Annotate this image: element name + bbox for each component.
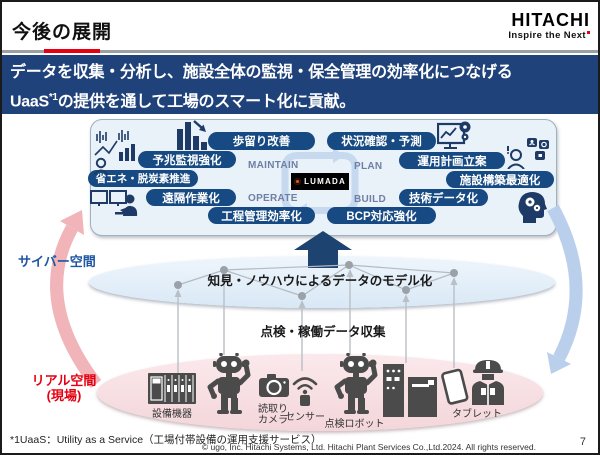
control-cabinets-icon — [383, 364, 437, 417]
page-number: 7 — [579, 436, 586, 448]
pill-facility-optimization: 施設構築最適化 — [446, 171, 554, 188]
pill-process-management: 工程管理効率化 — [208, 207, 315, 224]
sensor-label: センサー — [285, 412, 325, 423]
dashboard-monitor-icon — [437, 121, 471, 149]
banner-line2: UaaS*1の提供を通して工場のスマート化に貢献。 — [10, 92, 356, 111]
page-title: 今後の展開 — [12, 22, 113, 43]
phase-operate: OPERATE — [248, 193, 298, 204]
network-edges — [177, 264, 455, 297]
lumada-label: LUMADA — [304, 177, 346, 186]
phase-build: BUILD — [354, 194, 387, 205]
lumada-cycle-loop — [281, 152, 359, 214]
pill-predictive-monitoring: 予兆監視強化 — [138, 151, 236, 168]
red-tick-icon — [587, 31, 590, 34]
hitachi-tagline: Inspire the Next — [508, 30, 586, 41]
hitachi-logo-text: HITACHI — [511, 10, 590, 30]
headline-banner: データを収集・分析し、施設全体の監視・保全管理の効率化につなげる UaaS*1の… — [2, 55, 598, 114]
pill-bcp-strengthening: BCP対応強化 — [327, 207, 436, 224]
network-nodes — [174, 261, 458, 300]
camera-label-line1: 読取り — [258, 404, 288, 415]
inspection-robot-icon — [334, 353, 378, 414]
data-collection-lines — [177, 272, 455, 373]
data-collection-arrowheads — [174, 269, 458, 308]
model-to-cyber-arrow-icon — [294, 231, 352, 268]
cyber-to-real-arc — [547, 204, 583, 362]
data-modeling-text: 知見・ノウハウによるデータのモデル化 — [207, 274, 433, 288]
tablet-label: タブレット — [452, 409, 502, 420]
analysis-person-icon — [94, 130, 135, 175]
copyright: © ugo, Inc. Hitachi Systems, Ltd. Hitach… — [201, 442, 536, 452]
camera-icon — [259, 374, 289, 397]
cyber-to-real-arrowhead-icon — [547, 352, 571, 374]
bar-chart-down-icon — [177, 120, 207, 150]
banner-line1: データを収集・分析し、施設全体の監視・保全管理の効率化につなげる — [10, 64, 513, 81]
footnote: *1UaaS：Utility as a Service（工場付帯設備の運用支援サ… — [10, 434, 322, 446]
data-collection-text: 点検・稼働データ収集 — [260, 325, 386, 339]
tablet-icon — [439, 367, 472, 413]
sensor-icon — [292, 377, 318, 406]
pill-technical-data: 技術データ化 — [399, 189, 488, 206]
real-to-cyber-arrowhead-icon — [60, 210, 84, 235]
real-space-label: リアル空間 (現場) — [31, 373, 97, 403]
robot-icon — [207, 353, 251, 414]
person-chat-bubbles-icon — [507, 138, 549, 169]
title-rule — [2, 50, 598, 53]
pill-remote-work: 遠隔作業化 — [146, 189, 236, 206]
camera-label-line2: カメラ — [258, 415, 288, 426]
inspection-robot-label: 点検ロボット — [324, 419, 385, 430]
cyber-space-label: サイバー空間 — [18, 254, 96, 269]
hitachi-logo: HITACHI Inspire the Next — [508, 11, 590, 41]
phase-plan: PLAN — [354, 161, 383, 172]
pill-yield-improvement: 歩留り改善 — [208, 132, 315, 150]
real-to-cyber-arc — [50, 224, 102, 388]
pill-energy-decarbonization: 省エネ・脱炭素推進 — [88, 170, 198, 187]
cycle-arrow-right-icon — [333, 148, 345, 163]
worker-icon — [472, 360, 504, 405]
pill-status-prediction: 状況確認・予測 — [327, 132, 436, 150]
equipment-icon — [148, 373, 196, 404]
knowledge-head-icon — [518, 192, 547, 223]
lumada-badge: LUMADA — [291, 173, 349, 190]
equipment-label: 設備機器 — [152, 409, 192, 420]
phase-maintain: MAINTAIN — [248, 160, 299, 171]
pill-operation-planning: 運用計画立案 — [399, 152, 505, 169]
lumada-gear-icon — [294, 178, 302, 185]
title-rule-accent — [44, 48, 100, 53]
remote-monitoring-icon — [90, 190, 138, 216]
